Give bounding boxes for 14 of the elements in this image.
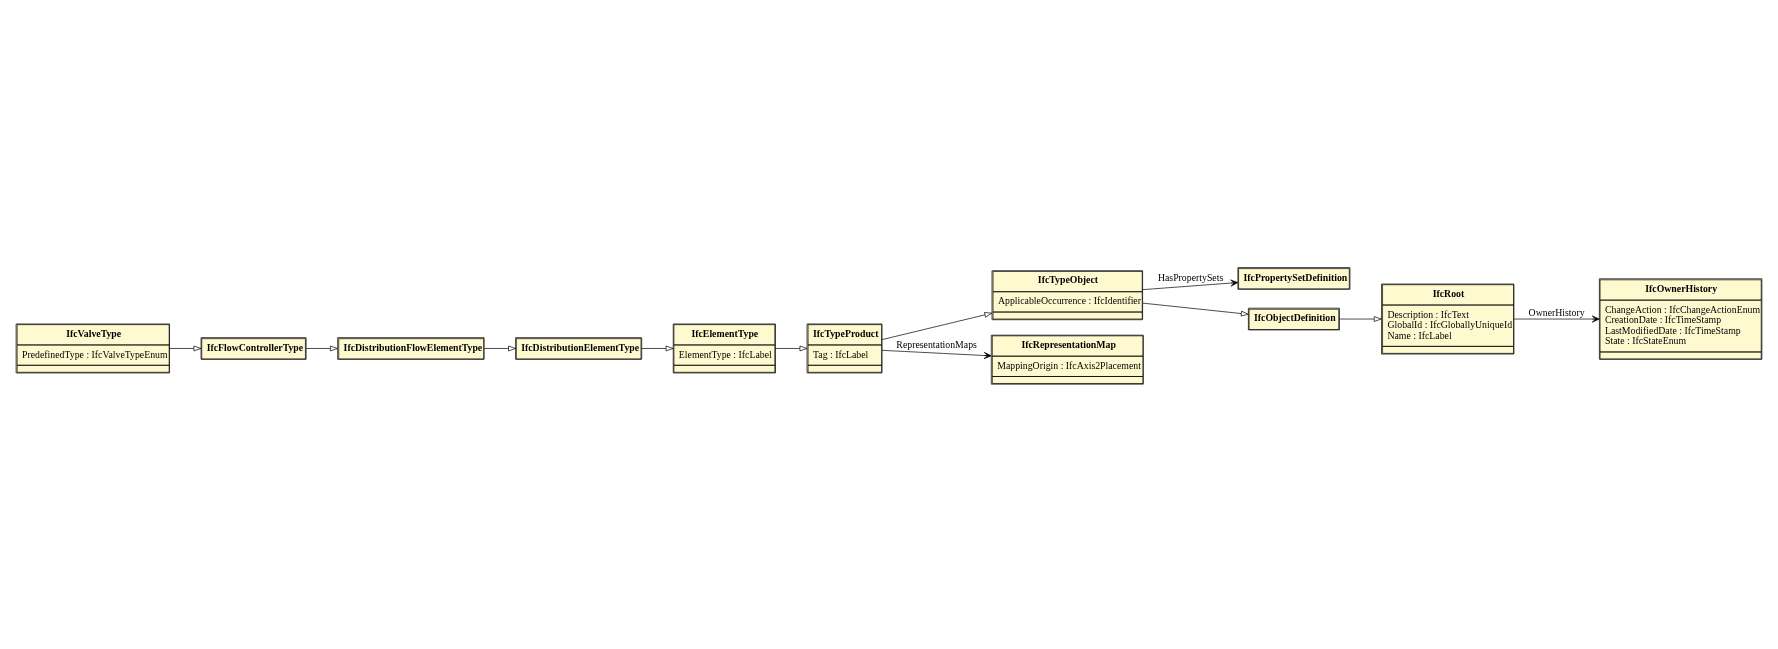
arrow xyxy=(169,345,202,351)
arrow xyxy=(881,311,993,340)
edge-label: OwnerHistory xyxy=(1528,306,1585,318)
arrow xyxy=(1142,279,1239,290)
arrow xyxy=(1339,315,1382,322)
arrow xyxy=(305,345,338,351)
edge-label: HasPropertySets xyxy=(1157,271,1224,283)
arrow xyxy=(1142,302,1249,316)
arrow xyxy=(483,345,516,351)
arrow xyxy=(1513,315,1600,323)
arrow xyxy=(881,349,992,359)
edge-label: RepresentationMaps xyxy=(896,338,977,350)
arrow xyxy=(641,345,674,351)
arrow xyxy=(775,345,808,351)
